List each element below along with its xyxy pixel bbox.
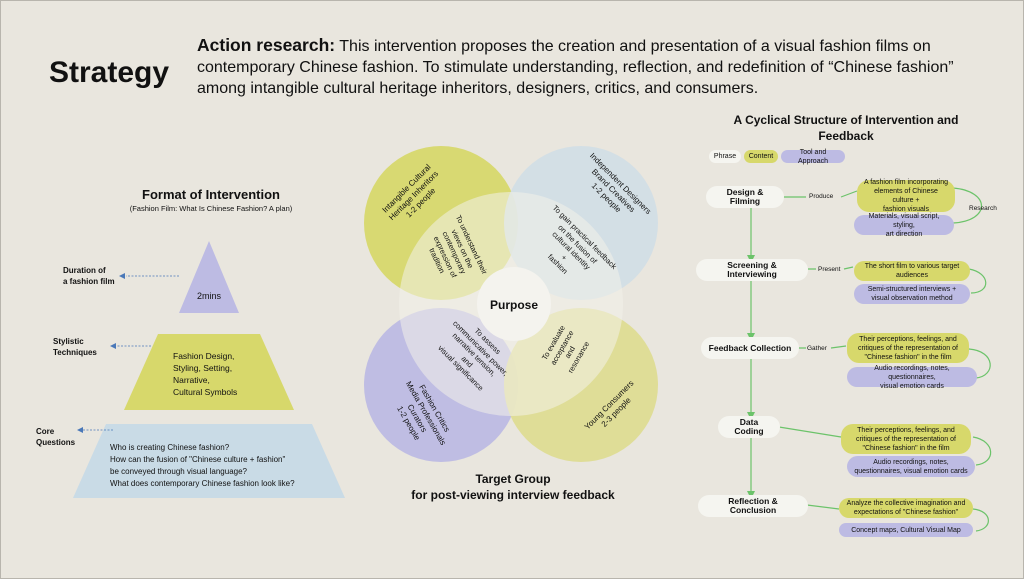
loop-4	[972, 436, 992, 466]
venn-caption-1: Target Group	[475, 472, 551, 486]
phase-design-filming: Design & Filming	[706, 186, 784, 208]
content-reflection: Analyze the collective imagination and e…	[839, 498, 973, 518]
connector-gather	[798, 345, 847, 349]
format-subtitle: (Fashion Film: What Is Chinese Fashion? …	[129, 204, 293, 213]
pyramid-top	[179, 241, 239, 313]
venn-purpose-circle	[477, 267, 551, 341]
intro-text: This intervention proposes the creation …	[197, 38, 954, 97]
intro-paragraph: Action research: This intervention propo…	[197, 35, 997, 99]
phase-feedback-collection: Feedback Collection	[701, 337, 799, 359]
intro-bold: Action research:	[197, 35, 336, 55]
tool-screening: Semi-structured interviews + visual obse…	[854, 284, 970, 304]
connector-present	[808, 266, 854, 270]
verb-present: Present	[818, 266, 841, 273]
pyramid-middle	[124, 334, 294, 410]
research-label: Research	[969, 205, 997, 212]
page-title: Strategy	[49, 56, 170, 89]
pyramid-label-1: Duration of a fashion film	[63, 266, 115, 286]
pyramid-content-2: Fashion Design, Styling, Setting, Narrat…	[173, 351, 238, 397]
loop-research	[952, 187, 982, 224]
tool-data-coding: Audio recordings, notes, questionnaires,…	[847, 456, 975, 477]
pyramid-content-3: Who is creating Chinese fashion? How can…	[110, 443, 295, 488]
pyramid-content-1: 2mins	[196, 291, 221, 301]
content-design-filming: A fashion film incorporating elements of…	[857, 179, 955, 213]
content-data-coding: Their perceptions, feelings, and critiqu…	[841, 424, 971, 454]
pointer-arrow-3	[77, 427, 83, 433]
pointer-arrow-2	[110, 343, 116, 349]
content-screening: The short film to various target audienc…	[854, 261, 970, 281]
pyramid-label-3: Core Questions	[36, 427, 76, 447]
tool-feedback: Audio recordings, notes, questionnaires,…	[847, 365, 977, 390]
connector-reflection	[806, 504, 840, 510]
cycle-title-1: A Cyclical Structure of Intervention and	[733, 113, 959, 127]
tool-reflection: Concept maps, Cultural Visual Map	[839, 523, 973, 537]
legend-phrase: Phrase	[709, 150, 741, 163]
content-feedback: Their perceptions, feelings, and critiqu…	[847, 333, 969, 363]
verb-gather: Gather	[807, 345, 827, 352]
cycle-title-2: Feedback	[818, 129, 874, 143]
loop-5	[972, 508, 989, 532]
verb-produce: Produce	[809, 193, 834, 200]
legend-content: Content	[744, 150, 778, 163]
loop-3	[968, 348, 991, 379]
pyramid-label-2: Stylistic Techniques	[53, 337, 97, 357]
legend-tool: Tool and Approach	[781, 149, 845, 165]
tool-design-filming: Materials, visual script, styling, art d…	[854, 213, 954, 238]
pointer-arrow-1	[119, 273, 125, 279]
phase-screening-interviewing: Screening & Interviewing	[696, 259, 808, 281]
connector-coding	[778, 426, 842, 438]
format-title: Format of Intervention	[142, 187, 280, 202]
phase-reflection-conclusion: Reflection & Conclusion	[698, 495, 808, 517]
venn-purpose-label: Purpose	[489, 298, 538, 312]
loop-2	[968, 268, 987, 294]
venn-caption-2: for post-viewing interview feedback	[411, 488, 615, 502]
pyramid-bottom	[73, 424, 345, 498]
connector-produce	[783, 190, 858, 198]
phase-data-coding: Data Coding	[718, 416, 780, 438]
